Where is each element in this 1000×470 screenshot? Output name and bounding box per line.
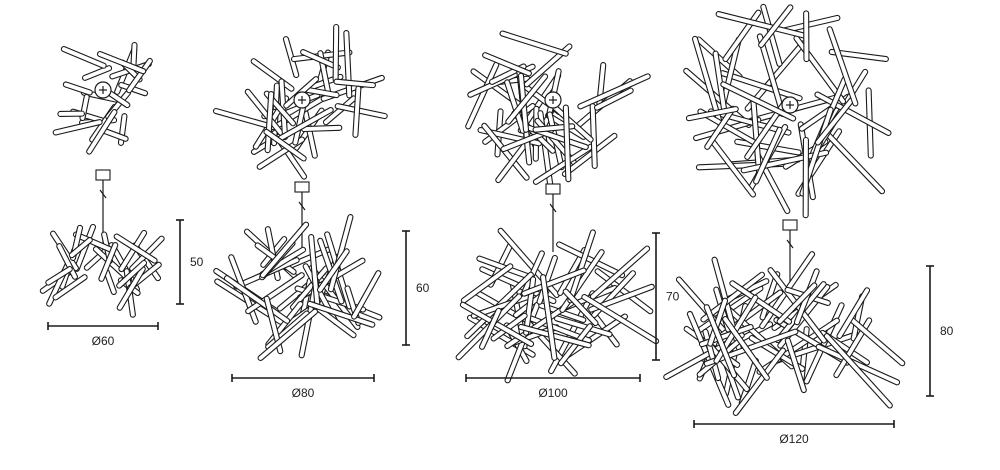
light-stick <box>720 81 797 122</box>
light-stick <box>113 233 158 264</box>
light-stick <box>732 347 786 416</box>
light-stick <box>562 104 572 183</box>
chandelier-d60: Ø60 50 <box>39 41 204 348</box>
light-stick <box>45 266 73 286</box>
light-stick <box>556 241 626 279</box>
cable-twist <box>549 203 557 213</box>
light-stick <box>836 287 871 340</box>
light-stick <box>478 307 502 350</box>
light-stick <box>459 301 535 347</box>
top-view <box>212 23 388 180</box>
light-stick <box>118 229 148 273</box>
chandelier-d80: Ø80 60 <box>212 23 430 400</box>
light-stick <box>824 131 886 195</box>
top-view <box>465 30 651 188</box>
light-stick <box>685 106 739 122</box>
light-stick <box>332 23 340 83</box>
top-view <box>52 41 153 155</box>
ceiling-canopy <box>95 169 111 181</box>
light-stick <box>521 267 587 297</box>
light-stick <box>126 57 153 94</box>
light-stick <box>802 136 809 219</box>
diameter-label: Ø60 <box>92 334 115 348</box>
light-stick <box>257 308 319 361</box>
light-stick <box>351 270 382 320</box>
light-stick <box>68 237 93 259</box>
light-stick <box>562 288 599 327</box>
light-stick <box>86 109 118 155</box>
light-stick <box>300 49 341 71</box>
light-stick <box>98 242 119 282</box>
height-label: 70 <box>666 290 680 304</box>
light-stick <box>505 73 549 125</box>
light-stick <box>593 87 634 111</box>
light-stick <box>567 229 596 304</box>
light-stick <box>758 4 794 48</box>
light-stick <box>223 275 291 324</box>
diameter-label: Ø100 <box>538 386 568 400</box>
light-stick <box>333 78 376 89</box>
light-stick <box>803 10 810 63</box>
light-stick <box>581 293 660 345</box>
side-view <box>663 219 906 416</box>
light-stick <box>499 30 569 57</box>
side-view <box>455 183 660 384</box>
light-stick <box>52 274 88 301</box>
light-stick <box>729 280 793 325</box>
diameter-label: Ø80 <box>292 386 315 400</box>
height-label: 50 <box>190 255 204 269</box>
light-stick <box>263 128 307 162</box>
cable-twist <box>298 201 306 211</box>
ceiling-canopy <box>782 219 798 231</box>
top-view <box>683 3 892 219</box>
chandelier-d120: Ø120 80 <box>663 3 954 446</box>
light-stick <box>334 103 388 120</box>
light-stick <box>259 221 310 279</box>
light-stick <box>703 304 738 379</box>
light-stick <box>57 110 85 118</box>
light-stick <box>722 316 770 381</box>
light-stick <box>539 274 558 361</box>
light-stick <box>700 271 765 323</box>
light-stick <box>352 85 362 138</box>
side-view <box>213 181 383 361</box>
light-stick <box>753 126 783 185</box>
light-stick <box>482 52 532 77</box>
light-stick <box>588 283 655 313</box>
light-stick <box>256 136 306 170</box>
side-view <box>39 169 165 318</box>
height-label: 80 <box>940 324 954 338</box>
cable-twist <box>99 189 107 199</box>
light-stick <box>826 26 859 107</box>
light-stick <box>561 132 618 178</box>
light-stick <box>60 46 107 69</box>
height-label: 60 <box>416 281 430 295</box>
light-stick <box>833 317 873 379</box>
chandelier-d100: Ø100 70 <box>455 30 680 400</box>
light-stick <box>823 332 893 409</box>
light-stick <box>264 91 275 154</box>
light-stick <box>577 73 651 110</box>
light-stick <box>784 337 807 394</box>
light-stick <box>828 48 889 63</box>
light-stick <box>96 51 147 75</box>
ceiling-canopy <box>545 183 561 195</box>
light-stick <box>306 300 376 328</box>
light-stick <box>52 119 103 136</box>
diameter-label: Ø120 <box>779 432 809 446</box>
light-stick <box>116 259 148 289</box>
ceiling-canopy <box>294 181 310 193</box>
light-stick <box>81 65 113 81</box>
light-stick <box>316 248 350 293</box>
cable-twist <box>786 239 794 249</box>
light-stick <box>62 81 93 96</box>
light-stick <box>250 58 295 92</box>
light-stick <box>776 282 818 325</box>
